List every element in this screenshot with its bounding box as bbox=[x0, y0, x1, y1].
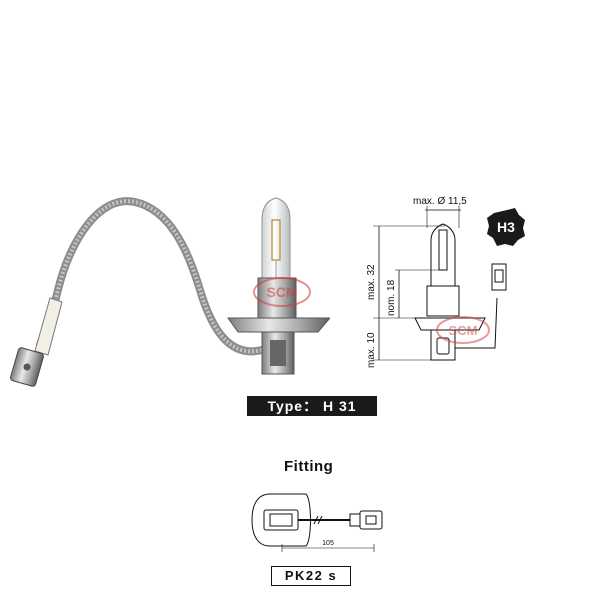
h3-code: H3 bbox=[497, 219, 515, 235]
product-photo: SCM bbox=[10, 197, 330, 387]
dim-height-total: max. 32 bbox=[366, 264, 377, 300]
cable-sleeve bbox=[34, 297, 63, 356]
drawing-watermark: SCM bbox=[436, 316, 490, 344]
watermark-text: SCM bbox=[266, 284, 297, 300]
cable bbox=[36, 197, 266, 356]
spade-terminal bbox=[10, 347, 44, 387]
dim-cable-length: 105 bbox=[322, 540, 334, 547]
dim-diameter: max. Ø 11,5 bbox=[413, 196, 467, 207]
drawing-watermark-text: SCM bbox=[449, 323, 478, 338]
socket-label: PK22 s bbox=[271, 566, 351, 586]
bulb-outline bbox=[414, 223, 507, 361]
fitting-drawing: 105 bbox=[251, 493, 383, 552]
technical-drawing: max. Ø 11,5 H3 SCM max. 32 nom. 18 max. … bbox=[366, 196, 525, 368]
watermark-logo: SCM bbox=[253, 277, 311, 307]
bulb-base bbox=[227, 277, 330, 375]
dim-base-height: max. 10 bbox=[366, 332, 377, 368]
fitting-title: Fitting bbox=[284, 458, 334, 475]
dim-height-nominal: nom. 18 bbox=[386, 279, 397, 316]
bulb-glass bbox=[261, 197, 291, 282]
type-label: Type： H 31 bbox=[247, 396, 377, 416]
h3-badge: H3 bbox=[487, 208, 525, 246]
